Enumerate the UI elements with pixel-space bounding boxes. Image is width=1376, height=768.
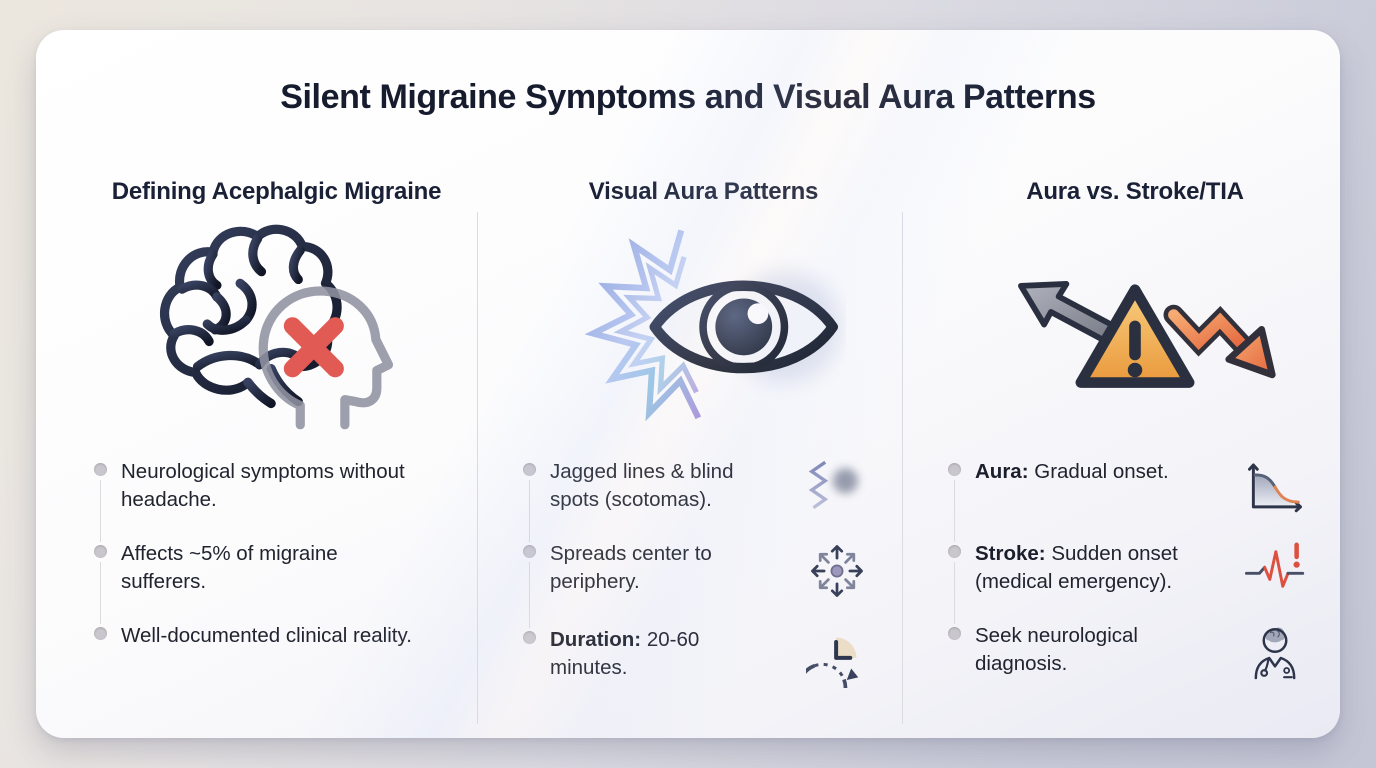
column-aura-vs-stroke-tia: Aura vs. Stroke/TIA: [902, 164, 1340, 738]
column-header: Visual Aura Patterns: [588, 178, 819, 205]
bullet-dot-icon: [948, 463, 961, 476]
page-title: Silent Migraine Symptoms and Visual Aura…: [280, 78, 1096, 116]
bullet-dot-icon: [948, 627, 961, 640]
list-item: Aura: Gradual onset.: [948, 458, 1322, 542]
bullet-dot-icon: [94, 463, 107, 476]
bullet-text: Jagged lines & blind spots (scotomas).: [550, 460, 734, 511]
bullet-dot-icon: [948, 545, 961, 558]
bullet-text: Seek neurological diagnosis.: [975, 624, 1138, 675]
bullet-bold-label: Duration:: [550, 628, 642, 651]
eye-aura-scintillation-icon: [523, 206, 884, 444]
list-item: Well-documented clinical reality.: [94, 622, 459, 680]
bullet-text: 20-60 minutes.: [550, 628, 700, 679]
bullet-text: Gradual onset.: [1034, 460, 1169, 483]
columns-container: Defining Acephalgic Migraine: [36, 164, 1340, 738]
bullet-dot-icon: [523, 463, 536, 476]
column-divider: [477, 212, 478, 724]
column-header: Aura vs. Stroke/TIA: [1026, 178, 1244, 205]
bullet-bold-label: Aura:: [975, 460, 1029, 483]
bullet-text: Affects ~5% of migraine sufferers.: [121, 542, 338, 593]
warning-diverging-arrows-icon: [948, 206, 1322, 444]
bullet-text: Well-documented clinical reality.: [121, 624, 412, 647]
column-header: Defining Acephalgic Migraine: [111, 178, 442, 205]
bullet-text: Spreads center to periphery.: [550, 542, 712, 593]
bullet-list: Jagged lines & blind spots (scotomas).: [523, 458, 884, 688]
list-item: Affects ~5% of migraine sufferers.: [94, 540, 459, 624]
bullet-bold-label: Stroke:: [975, 542, 1046, 565]
clock-duration-icon: [796, 626, 878, 688]
column-visual-aura-patterns: Visual Aura Patterns: [477, 164, 902, 738]
list-item: Seek neurological diagnosis.: [948, 622, 1322, 684]
bullet-dot-icon: [523, 631, 536, 644]
list-item: Duration: 20-60 minutes.: [523, 626, 884, 688]
brain-headless-migraine-icon: [94, 206, 459, 444]
column-defining-acephalgic-migraine: Defining Acephalgic Migraine: [36, 164, 477, 738]
list-item: Spreads center to periphery.: [523, 540, 884, 628]
zigzag-scotoma-icon: [796, 458, 878, 512]
ecg-alert-icon: [1234, 540, 1316, 598]
bullet-list: Neurological symptoms without headache. …: [94, 458, 459, 680]
radiating-arrows-icon: [796, 540, 878, 602]
bullet-dot-icon: [94, 545, 107, 558]
list-item: Jagged lines & blind spots (scotomas).: [523, 458, 884, 542]
bullet-list: Aura: Gradual onset.: [948, 458, 1322, 684]
bullet-dot-icon: [523, 545, 536, 558]
bullet-text: Sudden onset (medical emergency).: [975, 542, 1178, 593]
list-item: Neurological symptoms without headache.: [94, 458, 459, 542]
neurologist-doctor-icon: [1234, 622, 1316, 684]
gradual-onset-curve-icon: [1234, 458, 1316, 516]
column-divider: [902, 212, 903, 724]
list-item: Stroke: Sudden onset (medical emergency)…: [948, 540, 1322, 624]
bullet-dot-icon: [94, 627, 107, 640]
bullet-text: Neurological symptoms without headache.: [121, 460, 405, 511]
infographic-card: Silent Migraine Symptoms and Visual Aura…: [36, 30, 1340, 738]
